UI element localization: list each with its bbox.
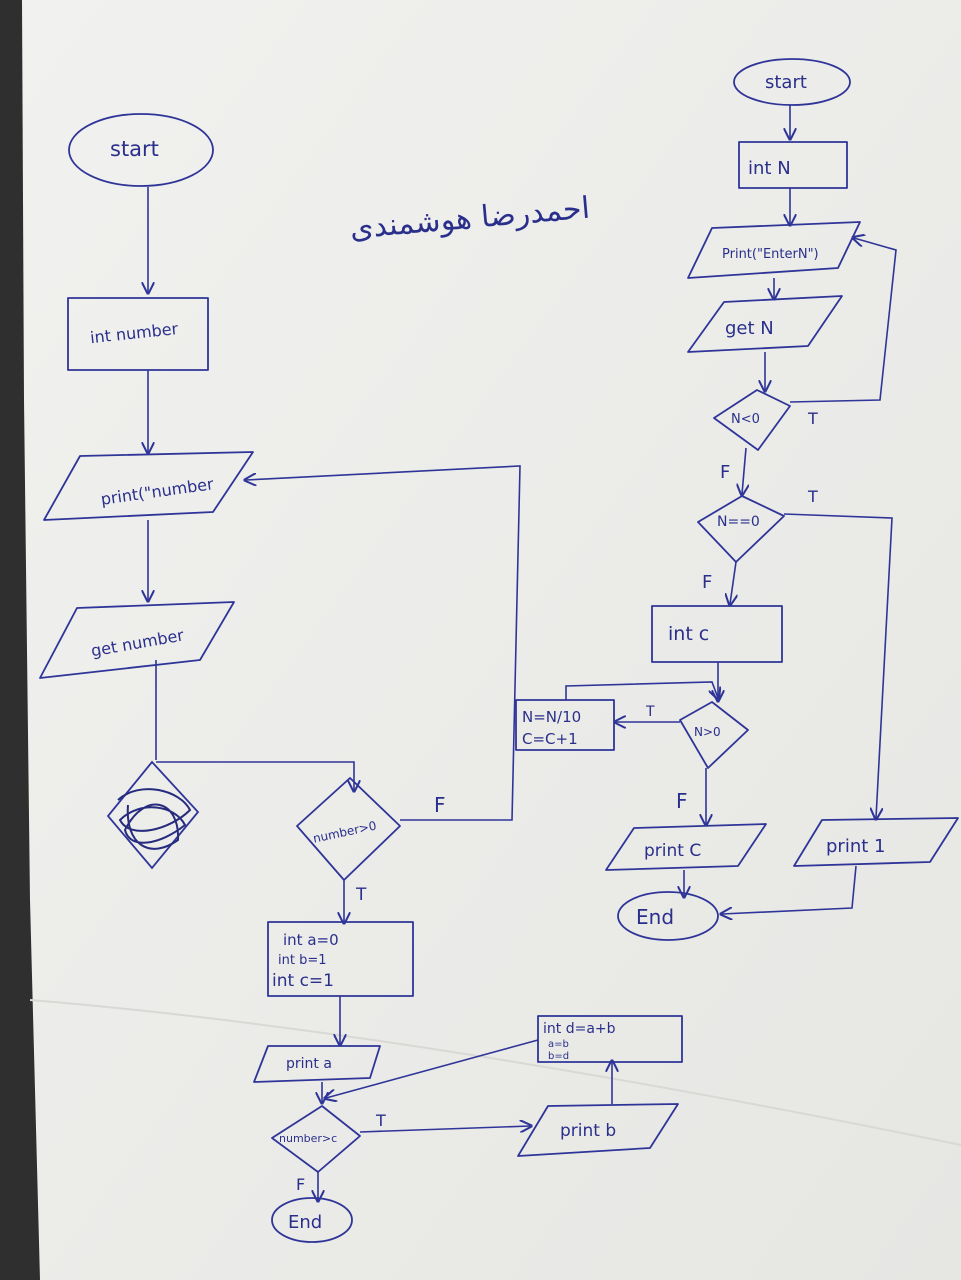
left-update-line-3: b=d (548, 1051, 569, 1062)
paper-fold (29, 999, 961, 1146)
right-loop-label: N>0 (694, 725, 721, 739)
right-declare-box (738, 141, 848, 189)
left-init-line-2: int b=1 (278, 953, 327, 968)
right-input-label: get N (725, 318, 774, 339)
right-check1-true: T (807, 409, 818, 428)
paper-sheet (22, 0, 961, 1280)
right-print-c-io (605, 823, 767, 871)
right-check2-label: N==0 (717, 514, 760, 530)
right-loop-diamond (679, 701, 749, 769)
right-print-c-label: print C (644, 841, 701, 861)
right-print-1-label: print 1 (826, 836, 885, 857)
left-check-true: T (355, 885, 367, 905)
right-prompt-io (687, 221, 861, 279)
left-init-line-3: int c=1 (272, 971, 334, 991)
left-update-box (537, 1015, 683, 1063)
left-start-oval (68, 113, 214, 187)
right-print-1-io (793, 817, 959, 867)
left-update-line-1: int d=a+b (543, 1021, 616, 1037)
right-input-io (687, 295, 843, 353)
left-end-label: End (288, 1212, 322, 1233)
left-print-a-io (253, 1045, 381, 1083)
right-check1-false: F (720, 462, 730, 483)
left-print-b-io (517, 1103, 679, 1157)
left-check-false: F (434, 793, 446, 817)
right-declare-label: int N (748, 158, 791, 179)
left-loop-true: T (375, 1111, 386, 1130)
left-print-b-label: print b (560, 1121, 616, 1141)
right-flowchart: start int N Print("EnterN") get N N<0 T … (515, 58, 959, 941)
left-update-line-2: a=b (548, 1039, 569, 1050)
right-check2-false: F (702, 572, 712, 593)
left-start-label: start (110, 137, 159, 161)
right-loop-false: F (676, 789, 688, 813)
right-loop-true: T (645, 704, 655, 720)
right-end-oval (617, 891, 719, 941)
right-declare-c-box (651, 605, 783, 663)
left-input-io (39, 601, 235, 679)
right-check2-true: T (807, 487, 818, 506)
right-start-label: start (765, 72, 807, 93)
left-end-oval (271, 1197, 353, 1243)
right-update-line-2: C=C+1 (522, 730, 578, 748)
right-prompt-label: Print("EnterN") (722, 247, 819, 262)
scribbled-diamond (106, 760, 200, 870)
left-declare-box (67, 297, 209, 371)
left-loop-label: number>c (279, 1132, 337, 1145)
left-print-a-label: print a (286, 1056, 332, 1072)
left-init-line-1: int a=0 (283, 931, 339, 949)
scribble-marks (117, 788, 192, 850)
right-check1-diamond (713, 389, 791, 451)
right-check1-label: N<0 (731, 412, 760, 427)
right-declare-c-label: int c (668, 623, 709, 645)
right-start-oval (733, 58, 851, 106)
right-update-box (515, 699, 615, 751)
right-update-line-1: N=N/10 (522, 708, 581, 726)
left-prompt-io (43, 451, 254, 521)
left-loop-false: F (296, 1175, 305, 1194)
right-end-label: End (636, 905, 674, 929)
